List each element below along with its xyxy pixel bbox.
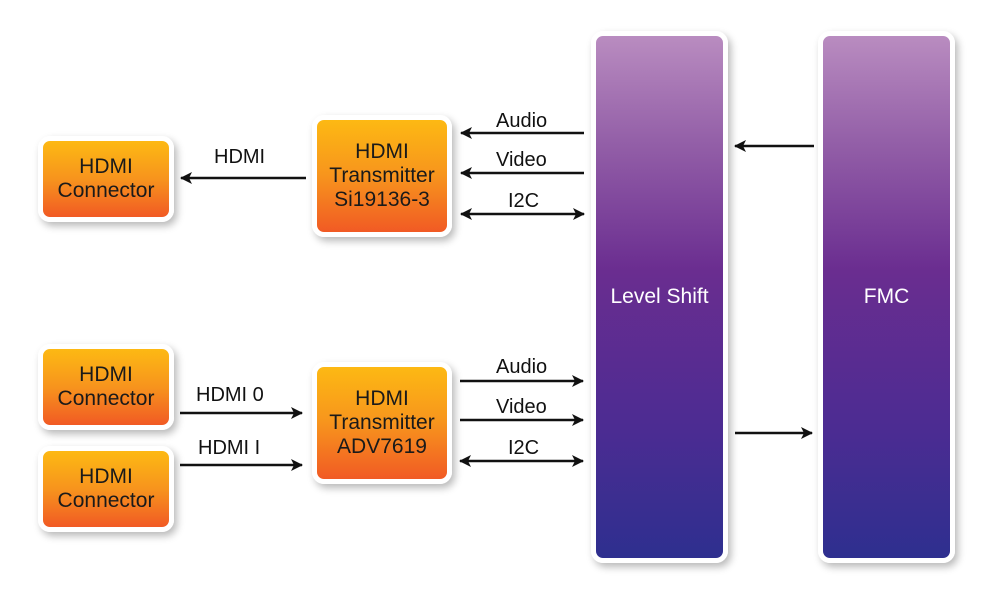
label-hdmi-out: HDMI — [214, 146, 266, 168]
label-top-i2c: I2C — [508, 190, 540, 212]
label-hdmi-in-1: HDMI I — [198, 437, 261, 459]
label-top-audio: Audio — [496, 110, 548, 132]
label-top-video: Video — [496, 149, 547, 171]
fmc-block: FMC — [818, 31, 955, 563]
label-bottom-i2c: I2C — [508, 437, 540, 459]
label-hdmi-in-0: HDMI 0 — [196, 384, 264, 406]
label-bottom-video: Video — [496, 396, 547, 418]
level-shift-block: Level Shift — [591, 31, 728, 563]
label-bottom-audio: Audio — [496, 356, 548, 378]
